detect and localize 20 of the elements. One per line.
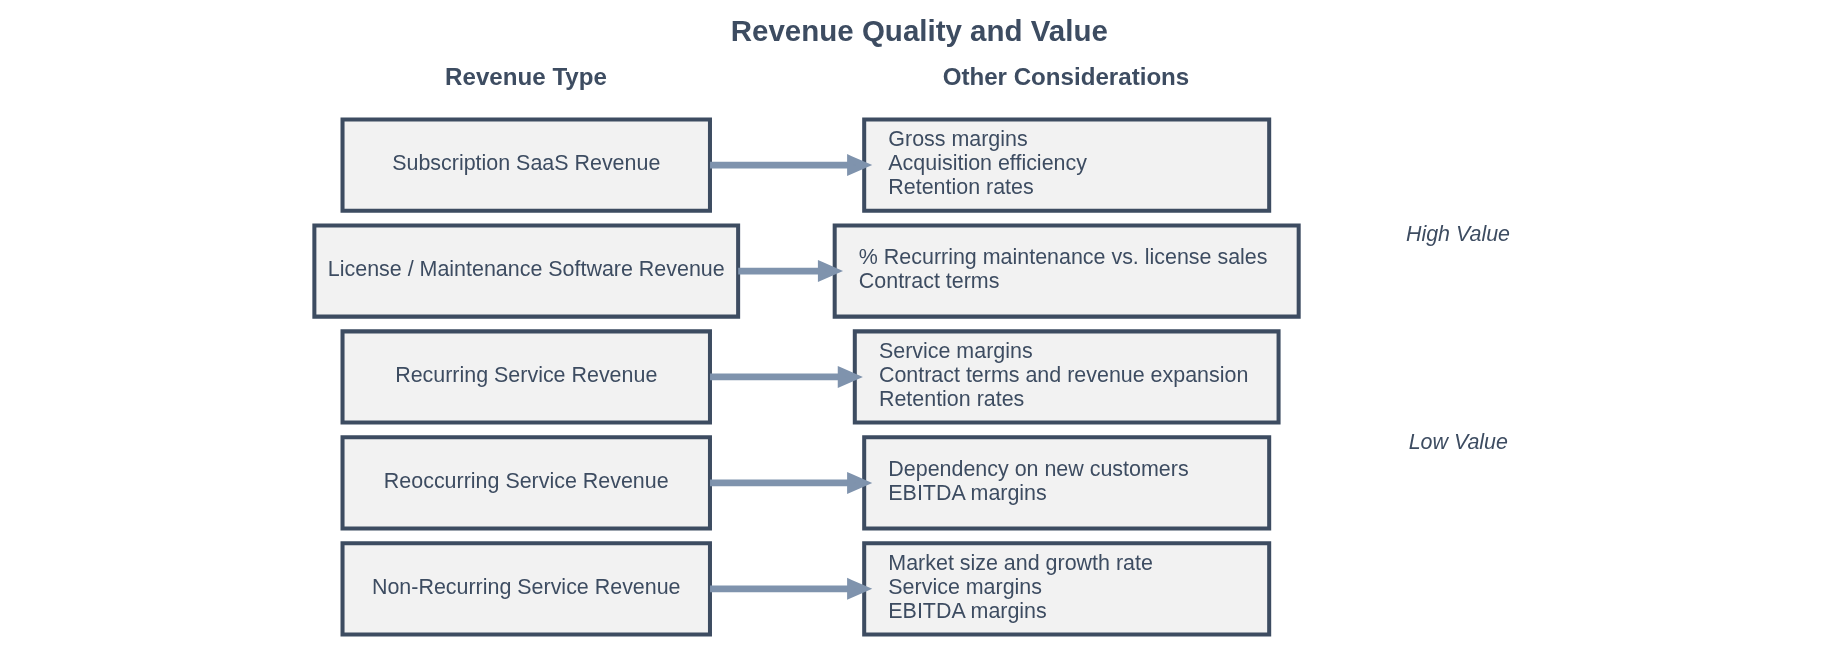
node-box: Market size and growth rate Service margins EBITDA margins <box>862 541 1272 637</box>
node-box: License / Maintenance Software Revenue <box>312 223 741 319</box>
label: Revenue Type <box>445 63 607 91</box>
label: High Value <box>1405 222 1511 247</box>
node-box: Non-Recurring Service Revenue <box>340 541 712 637</box>
arrow <box>710 577 873 600</box>
node-box: Recurring Service Revenue <box>340 329 712 425</box>
arrow <box>738 260 844 282</box>
arrow <box>710 154 873 177</box>
arrow <box>710 365 863 388</box>
diagram-title: Revenue Quality and Value <box>730 14 1108 48</box>
node-box: Gross margins Acquisition efficiency Retention rates <box>862 117 1272 213</box>
label: Other Considerations <box>942 63 1190 91</box>
node-box: Service margins Contract terms and revenue expansion Retention rates <box>852 329 1281 425</box>
node-box: Subscription SaaS Revenue <box>340 117 712 213</box>
node-box: Dependency on new customers EBITDA margins <box>862 435 1272 531</box>
node-box: Reoccurring Service Revenue <box>340 435 712 531</box>
label: Low Value <box>1408 430 1508 455</box>
arrow <box>710 471 873 494</box>
node-box: % Recurring maintenance vs. license sales Contract terms <box>832 223 1301 319</box>
